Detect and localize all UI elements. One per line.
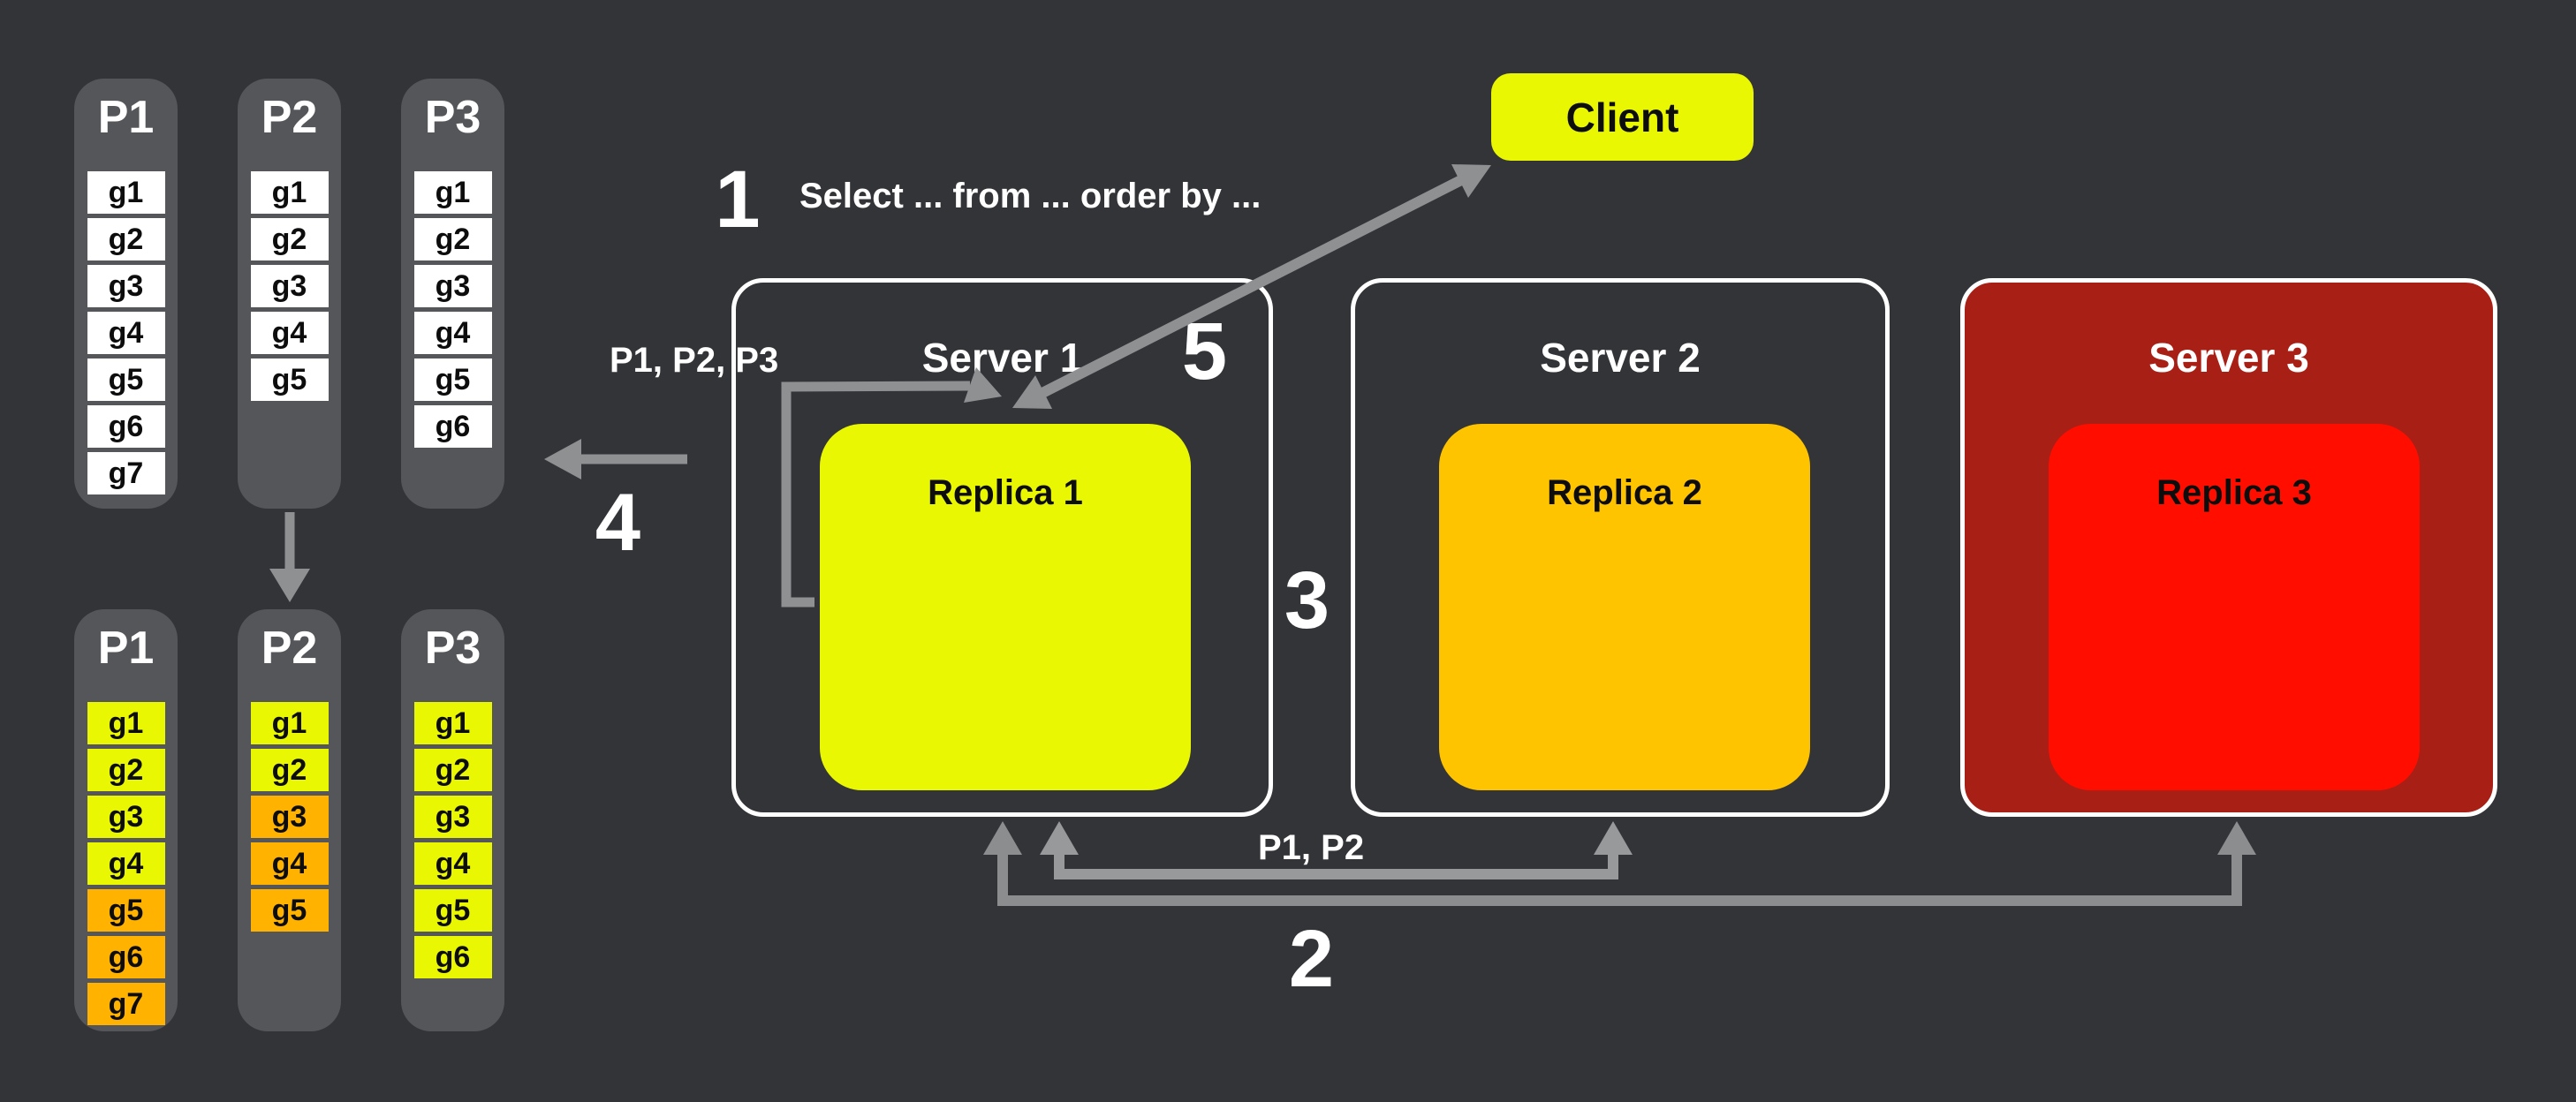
- group-box-g3: g3: [250, 265, 329, 307]
- group-box-g1: g1: [250, 171, 329, 214]
- replica-label: Replica 1: [928, 473, 1083, 512]
- group-box-g5: g5: [250, 889, 329, 932]
- step-5-number: 5: [1181, 306, 1228, 396]
- replica-box-2: Replica 2: [1439, 424, 1810, 790]
- group-box-g7: g7: [87, 983, 165, 1025]
- group-box-g3: g3: [87, 796, 165, 838]
- group-box-g1: g1: [87, 702, 165, 744]
- group-box-g1: g1: [413, 171, 492, 214]
- replica-box-1: Replica 1: [820, 424, 1191, 790]
- step-3-number: 3: [1284, 555, 1330, 645]
- group-box-g5: g5: [413, 889, 492, 932]
- group-box-g6: g6: [87, 936, 165, 978]
- group-box-g2: g2: [250, 218, 329, 260]
- group-box-g3: g3: [413, 265, 492, 307]
- replica-label: Replica 2: [1547, 473, 1702, 512]
- group-box-g5: g5: [250, 359, 329, 401]
- scatter-partitions-label: P1, P2: [1258, 828, 1365, 867]
- replica-label: Replica 3: [2156, 473, 2312, 512]
- scatter-bracket-server3: [983, 821, 2256, 906]
- group-box-g1: g1: [413, 702, 492, 744]
- server-title: Server 2: [1540, 335, 1701, 381]
- group-box-g2: g2: [87, 749, 165, 791]
- group-box-g1: g1: [87, 171, 165, 214]
- group-box-g1: g1: [250, 702, 329, 744]
- client-box: Client: [1491, 73, 1754, 161]
- group-box-g4: g4: [87, 312, 165, 354]
- partition-title: P1: [97, 92, 155, 143]
- group-box-g5: g5: [413, 359, 492, 401]
- partition-title: P2: [261, 623, 318, 674]
- partition-title: P3: [424, 623, 481, 674]
- group-box-g2: g2: [87, 218, 165, 260]
- group-box-g4: g4: [250, 312, 329, 354]
- group-box-g6: g6: [87, 405, 165, 448]
- partition-title: P1: [97, 623, 155, 674]
- repartition-down-arrow: [269, 512, 310, 602]
- step4-left-arrow: [544, 439, 687, 479]
- step-2-number: 2: [1288, 914, 1335, 1004]
- query-text-label: Select ... from ... order by ...: [799, 177, 1261, 215]
- group-box-g4: g4: [250, 842, 329, 885]
- group-box-g3: g3: [250, 796, 329, 838]
- group-box-g3: g3: [413, 796, 492, 838]
- server-title: Server 3: [2148, 335, 2309, 381]
- group-box-g4: g4: [413, 312, 492, 354]
- group-box-g3: g3: [87, 265, 165, 307]
- group-box-g4: g4: [413, 842, 492, 885]
- loop-partitions-label: P1, P2, P3: [610, 341, 779, 380]
- group-box-g2: g2: [413, 218, 492, 260]
- group-box-g2: g2: [413, 749, 492, 791]
- group-box-g6: g6: [413, 405, 492, 448]
- group-box-g2: g2: [250, 749, 329, 791]
- group-box-g7: g7: [87, 452, 165, 494]
- group-box-g6: g6: [413, 936, 492, 978]
- group-box-g5: g5: [87, 889, 165, 932]
- group-box-g4: g4: [87, 842, 165, 885]
- server-box-2: Server 2 Replica 2: [1351, 278, 1890, 817]
- step-1-number: 1: [715, 155, 761, 245]
- replica-box-3: Replica 3: [2049, 424, 2420, 790]
- group-box-g5: g5: [87, 359, 165, 401]
- step-4-number: 4: [595, 478, 641, 568]
- partition-title: P3: [424, 92, 481, 143]
- partition-title: P2: [261, 92, 318, 143]
- server-box-3: Server 3 Replica 3: [1960, 278, 2497, 817]
